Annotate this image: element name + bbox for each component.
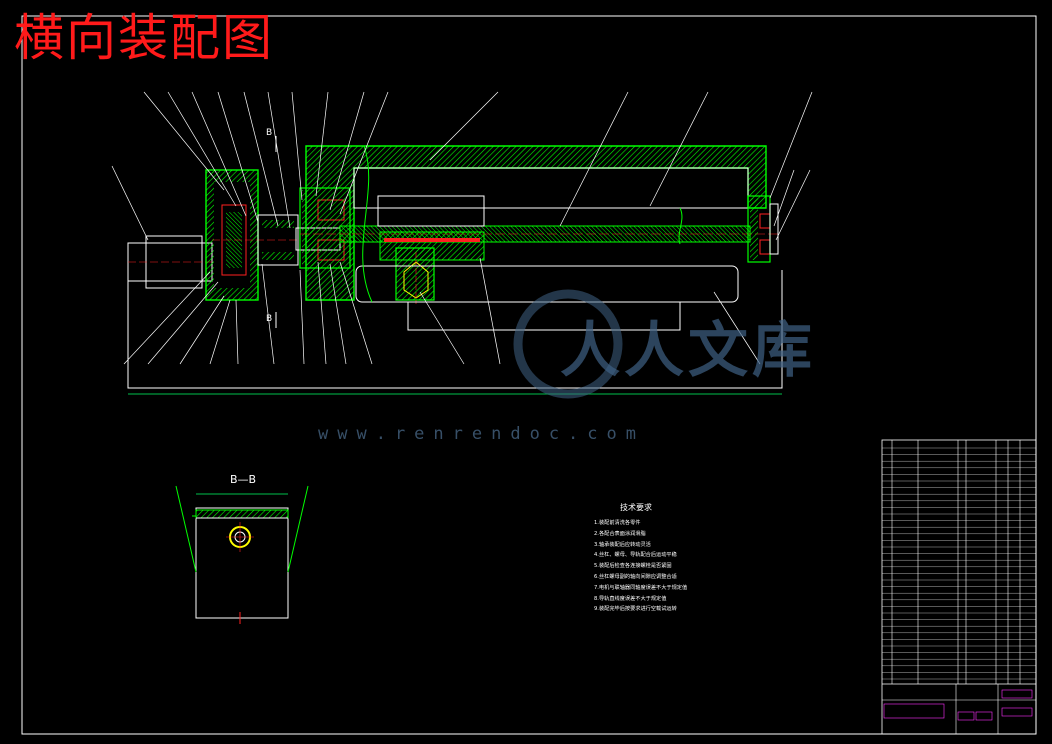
tech-requirements-list: 1.装配前清洗各零件 2.各配合表面涂润滑脂 3.轴承装配后应转动灵活 4.丝杠… (594, 518, 687, 615)
tech-item: 4.丝杠、螺母、导轨配合后运动平稳 (594, 552, 677, 559)
section-mark-bottom: B (266, 314, 273, 324)
drawing-frame (21, 15, 1037, 735)
watermark-url: www.renrendoc.com (318, 424, 645, 444)
slider-nut (377, 195, 485, 227)
tech-item: 3.轴承装配后应转动灵活 (594, 541, 651, 548)
coupling (257, 214, 299, 266)
title-block (881, 439, 1037, 735)
section-view-bb (175, 485, 309, 624)
main-assembly-view (111, 91, 813, 395)
tech-item: 8.导轨直线度误差不大于规定值 (594, 595, 667, 602)
watermark-logo (513, 289, 623, 399)
tech-item: 9.装配完毕后按要求进行空载试运转 (594, 606, 677, 613)
frame-body (305, 145, 767, 301)
section-mark-top: B (266, 128, 273, 138)
page-title: 横向装配图 (14, 9, 274, 67)
section-view-label: B—B (230, 473, 257, 486)
tech-requirements-title: 技术要求 (620, 503, 652, 512)
section-body (195, 507, 289, 619)
tech-item: 7.电机与联轴器同轴度误差不大于规定值 (594, 584, 688, 591)
tech-item: 6.丝杠螺母副的轴向间隙应调整合适 (594, 573, 677, 580)
tech-item: 1.装配前清洗各零件 (594, 520, 641, 526)
tech-item: 2.各配合表面涂润滑脂 (594, 530, 646, 537)
watermark-text-cn: 人人文库 (560, 316, 816, 386)
tech-item: 5.装配后检查各连接螺栓是否紧固 (594, 563, 672, 570)
